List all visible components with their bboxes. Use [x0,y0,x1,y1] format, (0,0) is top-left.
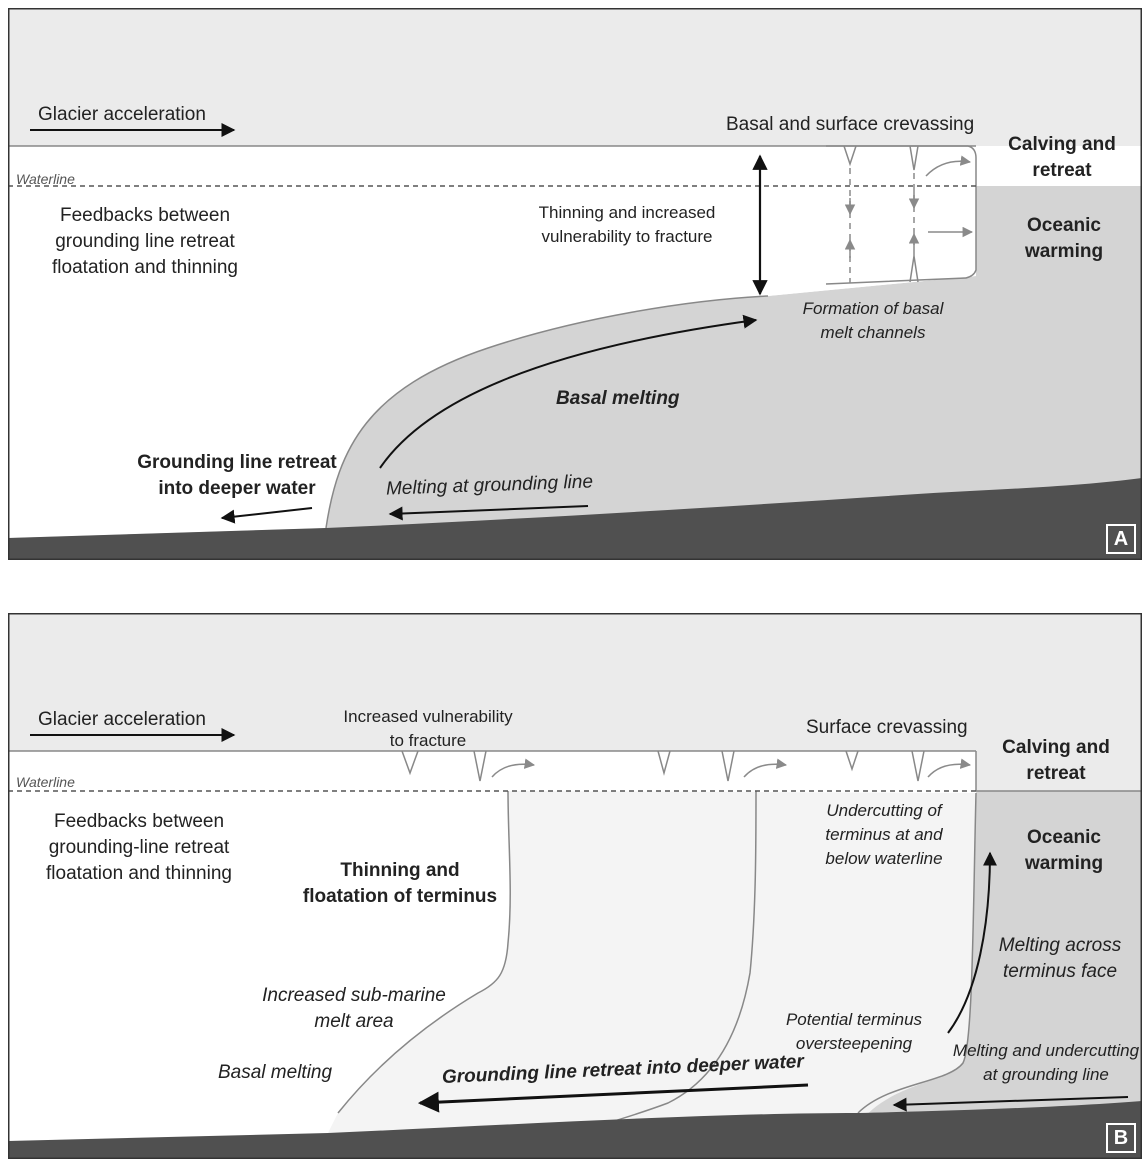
label-grounding-retreat: Grounding line retreat into deeper water [137,450,337,502]
terminus-profile-3 [857,792,977,1114]
panel-b-tag: B [1106,1123,1136,1153]
crevasse-2 [473,750,487,782]
crevasse-4 [721,750,735,782]
label-thinning: Thinning and floatation of terminus [303,858,497,910]
retreat-arrow [220,507,313,524]
label-thinning-line-2: floatation of terminus [302,886,498,907]
panel-a: Glacier acceleration Waterline Basal and… [8,8,1142,560]
crevasse-3 [657,750,671,776]
label-oceanic: Oceanic warming [1025,213,1103,265]
label-oceanic-line-2: warming [1024,241,1104,262]
label-calving-line-2: retreat [1032,160,1092,181]
panel-a-border [8,8,1142,560]
label-calving: Calving and retreat [1002,735,1110,787]
crevasse-2 [909,145,919,171]
label-thinning: Thinning and increased vulnerability to … [539,201,716,249]
panel-a-tag: A [1106,524,1136,554]
label-basal-channels: Formation of basal melt channels [803,297,944,345]
label-basal-melting: Basal melting [556,388,680,409]
label-calving-line-2: retreat [1026,763,1086,784]
label-calving-line-1: Calving and [1008,134,1116,155]
calving-arrow [925,155,972,177]
gl-melting-arrow [892,1096,1129,1112]
label-undercutting-line-2: terminus at and [825,825,943,844]
label-undercutting-line-1: Undercutting of [826,801,942,820]
label-oceanic-line-1: Oceanic [1027,215,1101,236]
label-submarine-line-1: Increased sub-marine [262,985,446,1006]
glacier-tongue [8,146,976,538]
label-feedbacks: Feedbacks between grounding-line retreat… [46,809,232,887]
label-grounding-retreat-line-1: Grounding line retreat [137,452,337,473]
label-melting-face-line-2: terminus face [1002,961,1118,982]
label-submarine-line-2: melt area [314,1011,394,1032]
label-feedbacks-line-2: grounding line retreat [55,231,235,252]
label-melting-face: Melting across terminus face [999,933,1122,985]
label-waterline: Waterline [16,774,75,790]
panel-b-border [8,613,1142,1159]
label-surface-crevassing: Surface crevassing [806,717,968,738]
label-melting-undercutting-line-2: at grounding line [983,1065,1109,1084]
label-feedbacks-line-1: Feedbacks between [53,811,225,832]
label-crevassing: Basal and surface crevassing [726,114,975,135]
label-oceanic-line-2: warming [1024,853,1104,874]
label-basal-melting: Basal melting [218,1062,333,1083]
crevasse-5 [845,750,859,772]
label-melting-face-line-1: Melting across [998,935,1122,956]
label-oceanic-line-1: Oceanic [1027,827,1101,848]
crevasse-1 [401,750,419,776]
crevasse-1 [843,145,857,167]
label-feedbacks-line-3: floatation and thinning [46,863,232,884]
label-thinning-line-2: vulnerability to fracture [541,227,713,246]
crevasse-6 [911,750,925,782]
terminus-profile-1 [337,790,511,1114]
label-waterline: Waterline [16,171,75,187]
bedrock [8,478,1142,560]
panel-b-diagram [8,613,1142,1159]
ocean-region [858,791,1142,1159]
panel-b: Glacier acceleration Waterline Increased… [8,613,1142,1159]
terminus-zone [328,791,976,1133]
label-feedbacks-line-1: Feedbacks between [59,205,231,226]
label-thinning-line-1: Thinning and [340,860,460,881]
terminus-profile-2 [577,790,757,1134]
label-submarine: Increased sub-marine melt area [262,983,446,1035]
label-feedbacks-line-3: floatation and thinning [52,257,238,278]
label-thinning-line-1: Thinning and increased [538,203,716,222]
label-grounding-retreat-line-2: into deeper water [158,478,316,499]
panel-a-diagram [8,8,1142,560]
label-feedbacks: Feedbacks between grounding line retreat… [52,203,238,281]
glacier-base-line [325,295,769,529]
label-undercutting-line-3: below waterline [825,849,943,868]
label-glacier-acceleration: Glacier acceleration [38,104,206,125]
retreat-arrow [417,1083,809,1113]
label-feedbacks-line-2: grounding-line retreat [48,837,230,858]
label-undercutting: Undercutting of terminus at and below wa… [825,799,942,871]
label-oversteepening-line-1: Potential terminus [785,1010,923,1029]
label-basal-channels-line-2: melt channels [820,323,926,342]
label-calving-line-1: Calving and [1002,737,1110,758]
ocean-region [8,186,1142,560]
melting-gl-arrow [388,505,589,521]
label-vulnerability-line-1: Increased vulnerability [343,707,513,726]
label-melting-undercutting-line-1: Melting and undercutting [952,1041,1140,1060]
terminus-outline [825,145,977,285]
calving-arrow-1 [491,758,536,778]
label-basal-channels-line-1: Formation of basal [802,299,944,318]
label-vulnerability: Increased vulnerability to fracture [343,705,512,753]
label-melting-undercutting: Melting and undercutting at grounding li… [953,1039,1139,1087]
label-calving: Calving and retreat [1008,132,1116,184]
label-glacier-acceleration: Glacier acceleration [38,709,206,730]
calving-arrow-2 [743,758,788,778]
label-oversteepening: Potential terminus oversteepening [786,1008,922,1056]
label-vulnerability-line-2: to fracture [389,731,467,750]
bedrock [8,1101,1142,1159]
label-oceanic: Oceanic warming [1025,825,1103,877]
calving-arrow-3 [927,758,972,778]
face-melting-arrow [947,851,997,1034]
label-oversteepening-line-2: oversteepening [795,1034,913,1053]
basal-melting-arrow [379,314,758,469]
